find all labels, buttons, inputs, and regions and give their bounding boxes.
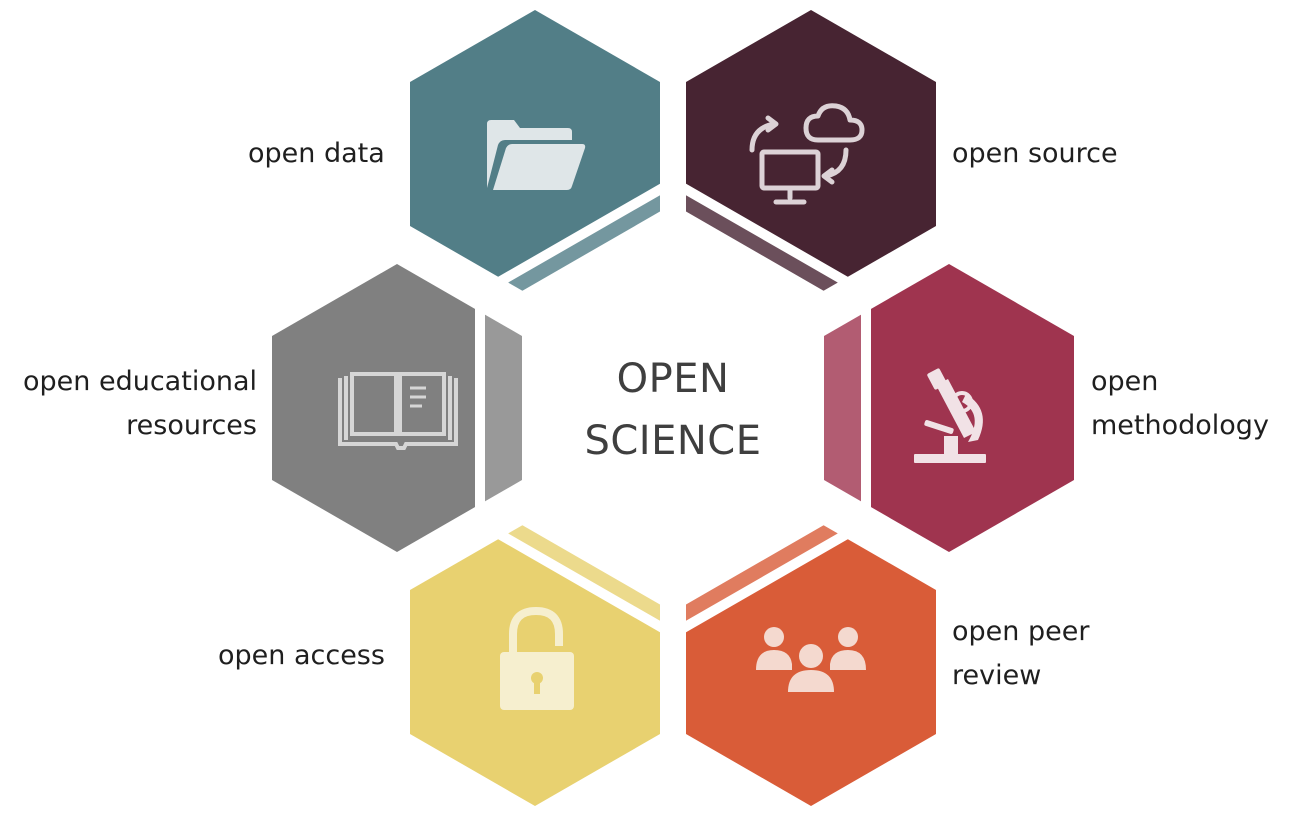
label-open-educational-resources: open educational resources xyxy=(23,360,257,448)
microscope-icon xyxy=(914,368,986,463)
people-group-icon xyxy=(756,627,866,692)
center-title-line1: OPEN xyxy=(616,356,730,402)
label-open-peer-review: open peer review xyxy=(952,610,1089,698)
label-open-educational-resources-line1: open educational xyxy=(23,366,257,397)
label-open-source: open source xyxy=(952,132,1118,176)
label-open-methodology-line1: open xyxy=(1091,366,1159,397)
label-open-methodology-line2: methodology xyxy=(1091,410,1269,441)
center-title: OPEN SCIENCE xyxy=(520,348,826,472)
computer-cloud-sync-icon xyxy=(749,103,865,205)
label-open-data: open data xyxy=(248,132,385,176)
center-hexagon-core xyxy=(522,204,824,612)
open-book-icon xyxy=(338,372,458,450)
label-open-access: open access xyxy=(218,634,385,678)
folder-icon xyxy=(487,120,586,190)
label-open-data-line1: open data xyxy=(248,138,385,169)
center-title-line2: SCIENCE xyxy=(584,418,762,464)
label-open-peer-review-line2: review xyxy=(952,660,1042,691)
unlocked-padlock-icon xyxy=(500,606,574,710)
label-open-peer-review-line1: open peer xyxy=(952,616,1090,647)
label-open-methodology: open methodology xyxy=(1091,360,1269,448)
label-open-access-line1: open access xyxy=(218,640,385,671)
label-open-educational-resources-line2: resources xyxy=(126,410,257,441)
label-open-source-line1: open source xyxy=(952,138,1118,169)
